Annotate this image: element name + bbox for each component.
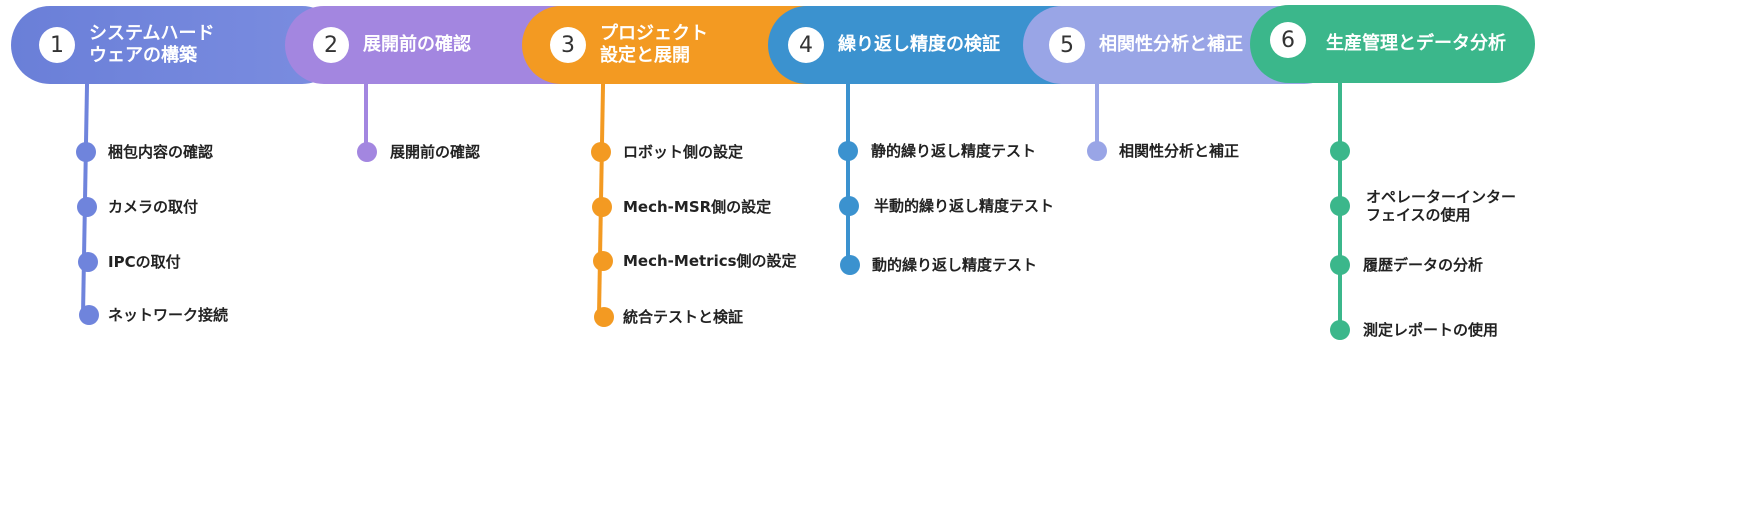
step-6-item-4-marker [1330, 320, 1350, 340]
step-6-item-1-marker [1330, 141, 1350, 161]
step-3-title: プロジェクト 設定と展開 [600, 23, 708, 66]
step-1-title: システムハード ウェアの構築 [89, 23, 215, 66]
step-4-item-1-marker [838, 141, 858, 161]
step-5-item-1-marker [1087, 141, 1107, 161]
step-6-number: 6 [1270, 22, 1306, 58]
step-6-item-3-marker [1330, 255, 1350, 275]
step-5-connector [1095, 84, 1099, 150]
step-1-item-4[interactable]: ネットワーク接続 [108, 306, 229, 324]
step-1-item-1[interactable]: 梱包内容の確認 [108, 143, 214, 161]
step-1-item-1-marker [76, 142, 96, 162]
step-5-item-1[interactable]: 相関性分析と補正 [1119, 142, 1240, 160]
step-2-item-1-marker [357, 142, 377, 162]
step-4-item-2-marker [839, 196, 859, 216]
step-3-item-2[interactable]: Mech-MSR側の設定 [623, 198, 772, 216]
step-6-item-3[interactable]: 履歴データの分析 [1363, 256, 1484, 274]
step-3-item-3-marker [593, 251, 613, 271]
step-4-item-3[interactable]: 動的繰り返し精度テスト [872, 256, 1038, 274]
step-1-item-3[interactable]: IPCの取付 [108, 253, 181, 271]
step-5-title: 相関性分析と補正 [1099, 34, 1243, 55]
step-1-item-4-marker [79, 305, 99, 325]
step-3-item-4[interactable]: 統合テストと検証 [623, 308, 744, 326]
step-3-number: 3 [550, 27, 586, 63]
step-4-connector [846, 82, 850, 265]
step-1-number: 1 [39, 27, 75, 63]
step-5-number: 5 [1049, 27, 1085, 63]
step-3-item-4-marker [594, 307, 614, 327]
step-3-item-3[interactable]: Mech-Metrics側の設定 [623, 252, 797, 270]
step-3-item-1[interactable]: ロボット側の設定 [623, 143, 744, 161]
step-4-item-3-marker [840, 255, 860, 275]
step-6-item-2[interactable]: オペレーターインター フェイスの使用 [1366, 188, 1517, 224]
step-6-item-4[interactable]: 測定レポートの使用 [1363, 321, 1499, 339]
step-3-item-1-marker [591, 142, 611, 162]
step-6-title: 生産管理とデータ分析 [1326, 33, 1506, 54]
step-6-header[interactable]: 6 生産管理とデータ分析 [1250, 5, 1535, 83]
step-2-item-1[interactable]: 展開前の確認 [390, 143, 481, 161]
step-1-item-2[interactable]: カメラの取付 [108, 198, 199, 216]
step-4-item-2[interactable]: 半動的繰り返し精度テスト [874, 197, 1055, 215]
step-1-item-2-marker [77, 197, 97, 217]
step-2-title: 展開前の確認 [363, 34, 471, 55]
step-3-item-2-marker [592, 197, 612, 217]
step-1-item-3-marker [78, 252, 98, 272]
step-4-title: 繰り返し精度の検証 [838, 34, 1000, 55]
step-6-item-2-marker [1330, 196, 1350, 216]
step-4-item-1[interactable]: 静的繰り返し精度テスト [871, 142, 1037, 160]
step-2-connector [364, 84, 368, 152]
step-2-number: 2 [313, 27, 349, 63]
step-4-number: 4 [788, 27, 824, 63]
